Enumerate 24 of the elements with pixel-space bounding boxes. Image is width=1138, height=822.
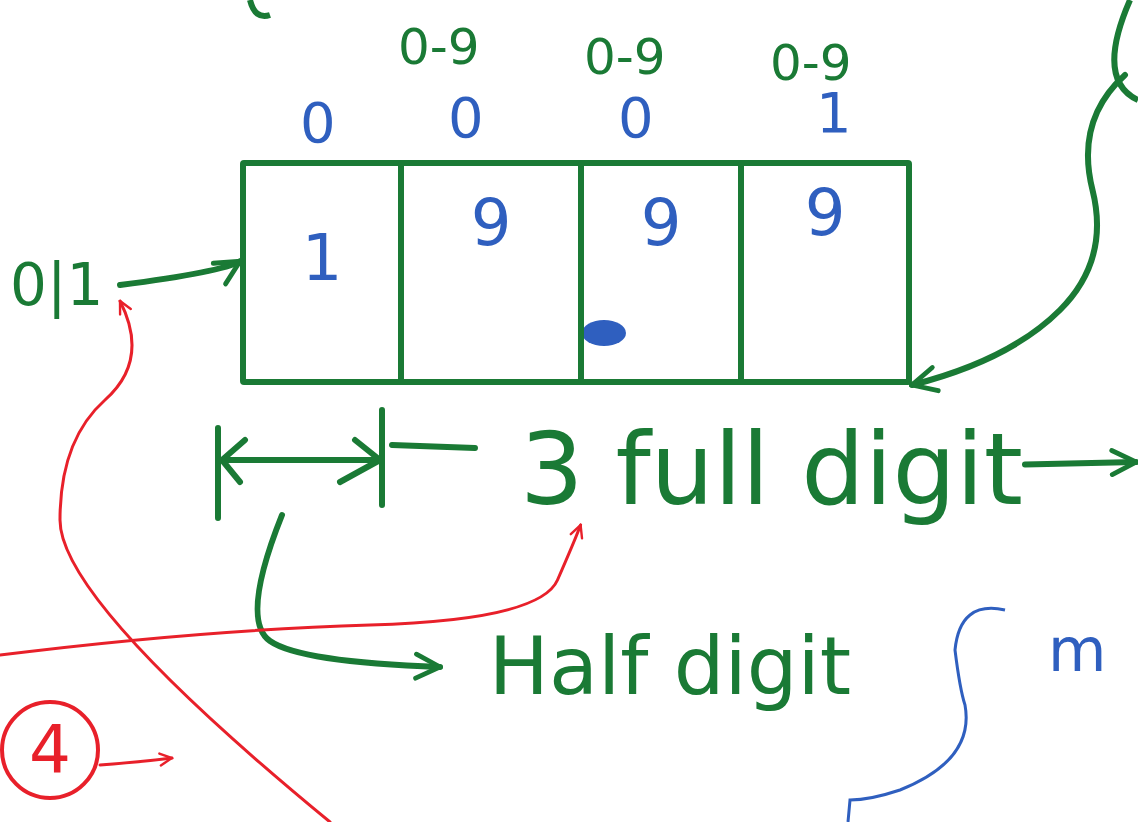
arrow — [254, 512, 443, 681]
arrow — [117, 258, 243, 288]
digit-register-box — [240, 160, 912, 385]
carry-digit: 0 — [618, 90, 654, 146]
cut-off-text: m — [1048, 620, 1107, 680]
digit-cell: 9 — [398, 166, 578, 385]
arrow — [909, 72, 1128, 393]
full-digit-note: 3 full digit — [520, 415, 1025, 525]
circled-number: 4 — [0, 700, 100, 800]
arrow — [0, 523, 584, 657]
carry-digit: 0 — [300, 95, 336, 151]
range-label: 0-9 — [398, 22, 480, 72]
range-label: 0-9 — [584, 32, 666, 82]
input-label: 0|1 — [10, 245, 120, 325]
half-digit-note: Half digit — [440, 612, 900, 722]
carry-digit: 1 — [816, 85, 852, 141]
range-label: 0-9 — [770, 38, 852, 88]
arrow — [1022, 448, 1138, 477]
arrow — [58, 299, 332, 822]
digit-cell: 1 — [246, 166, 398, 385]
digit-cell: 9 — [578, 166, 738, 385]
arrow — [98, 752, 174, 767]
carry-digit: 0 — [448, 90, 484, 146]
digit-cell: 9 — [738, 166, 906, 385]
